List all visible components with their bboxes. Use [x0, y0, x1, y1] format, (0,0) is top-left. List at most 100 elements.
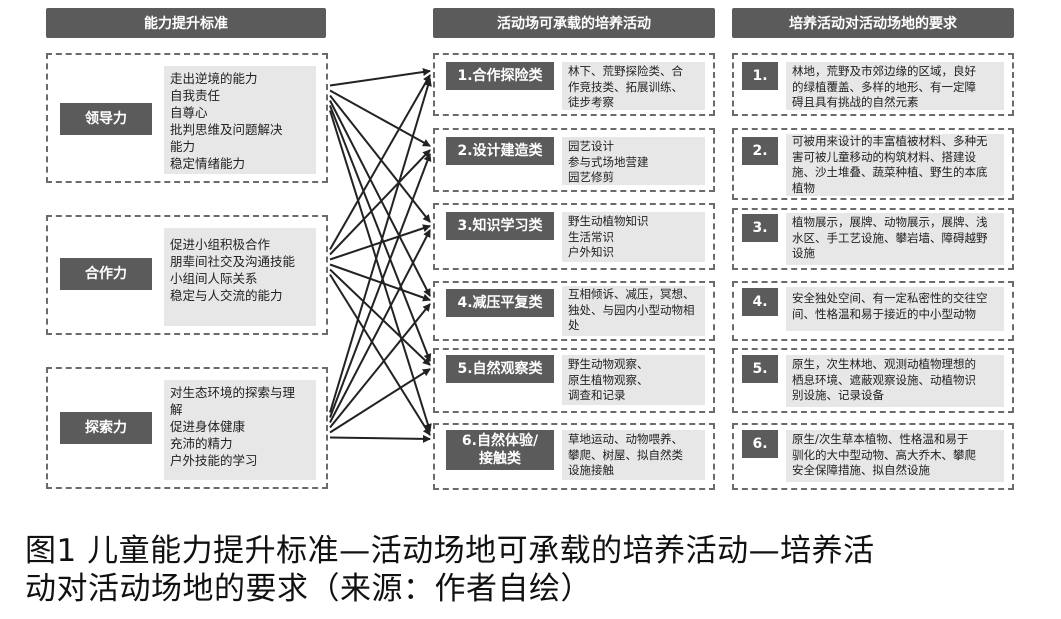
activity-label-3: 3.知识学习类	[446, 212, 554, 240]
requirement-item: 施、沙土堆叠、蔬菜种植、野生的本底	[792, 165, 988, 179]
connector-arrow	[329, 224, 431, 261]
activity-item: 独处、与园内小型动物相	[568, 302, 695, 317]
activity-label-4: 4.减压平复类	[446, 289, 554, 317]
requirement-label-5: 5.	[742, 355, 778, 383]
connector-arrow	[329, 273, 431, 436]
requirement-label-1: 1.	[742, 62, 778, 90]
ability-item: 户外技能的学习	[170, 453, 258, 468]
requirement-item: 原生，次生林地、观测动植物理想的	[792, 357, 976, 371]
ability-label-cooperation: 合作力	[60, 258, 152, 290]
activity-item: 互相倾诉、减压，冥想、	[568, 287, 695, 301]
ability-item: 批判思维及问题解决	[170, 122, 283, 137]
activity-item: 徒步考察	[568, 95, 614, 109]
caption-line-1: 图1 儿童能力提升标准—活动场地可承载的培养活动—培养活	[25, 533, 875, 569]
ability-item: 自我责任	[170, 88, 221, 103]
requirement-item: 设施	[792, 246, 815, 260]
connector-arrow	[329, 229, 431, 423]
activity-item: 林下、荒野探险类、合	[568, 64, 683, 78]
connector-arrow	[329, 89, 431, 147]
requirement-item: 别设施、记录设备	[792, 388, 884, 402]
ability-item: 对生态环境的探索与理	[170, 385, 296, 400]
connector-arrow	[329, 153, 432, 418]
ability-item: 解	[170, 402, 183, 417]
ability-item: 走出逆境的能力	[170, 71, 258, 86]
requirement-item: 的绿植覆盖、多样的地形、有一定障	[792, 79, 976, 94]
ability-item: 能力	[170, 139, 196, 154]
connector-arrow	[329, 68, 431, 87]
connector-arrow	[329, 434, 431, 443]
activity-items-1: 林下、荒野探险类、合 作竞技类、拓展训练、 徒步考察	[562, 62, 705, 110]
requirement-items-3: 植物展示，展牌、动物展示，展牌、浅 水区、手工艺设施、攀岩墙、障碍越野 设施	[786, 213, 1004, 265]
activity-item: 设施接触	[568, 463, 614, 477]
ability-item: 朋辈间社交及沟通技能	[170, 254, 296, 269]
ability-item: 充沛的精力	[170, 436, 233, 451]
activity-label-6-line2: 接触类	[479, 451, 521, 467]
ability-item: 小组间人际关系	[170, 271, 258, 286]
activity-label-2: 2.设计建造类	[446, 137, 554, 165]
requirement-label-2: 2.	[742, 137, 778, 165]
connector-arrow	[329, 78, 432, 413]
connector-arrow	[329, 74, 431, 250]
requirement-items-4: 安全独处空间、有一定私密性的交往空 间、性格温和易于接近的中小型动物	[786, 287, 1004, 331]
activity-item: 户外知识	[568, 245, 614, 259]
activity-item: 作竞技类、拓展训练、	[568, 79, 683, 94]
requirement-item: 间、性格温和易于接近的中小型动物	[792, 306, 976, 321]
ability-item: 稳定情绪能力	[170, 156, 246, 171]
requirement-items-6: 原生/次生草本植物、性格温和易于 驯化的大中型动物、高大乔木、攀爬 安全保障措施…	[786, 430, 1004, 482]
activity-item: 原生植物观察、	[568, 372, 649, 387]
connector-arrow	[329, 100, 431, 297]
ability-item: 促进身体健康	[170, 419, 246, 434]
requirement-items-1: 林地，荒野及市郊边缘的区域，良好 的绿植覆盖、多样的地形、有一定障 碍且具有挑战…	[786, 62, 1004, 110]
requirement-item: 可被用来设计的丰富植被材料、多种无	[792, 134, 988, 148]
requirement-label-3: 3.	[742, 214, 778, 242]
activity-label-5: 5.自然观察类	[446, 355, 554, 383]
requirement-label-4: 4.	[742, 288, 778, 316]
connector-arrow	[329, 368, 431, 434]
requirement-item: 原生/次生草本植物、性格温和易于	[792, 432, 969, 446]
connector-arrow	[329, 110, 432, 432]
activity-item: 攀爬、树屋、拟自然类	[568, 447, 683, 462]
ability-label-leadership: 领导力	[60, 103, 152, 135]
ability-items-cooperation: 促进小组积极合作 朋辈间社交及沟通技能 小组间人际关系 稳定与人交流的能力	[164, 228, 316, 326]
activity-item: 调查和记录	[568, 388, 626, 402]
activity-item: 参与式场地营建	[568, 154, 649, 169]
requirement-item: 碍且具有挑战的自然元素	[792, 95, 919, 109]
ability-label-exploration: 探索力	[60, 412, 152, 444]
header-ability-standard: 能力提升标准	[46, 8, 326, 38]
requirement-items-5: 原生，次生林地、观测动植物理想的 栖息环境、遮蔽观察设施、动植物识 别设施、记录…	[786, 355, 1004, 407]
requirement-item: 栖息环境、遮蔽观察设施、动植物识	[792, 372, 976, 387]
activity-item: 草地运动、动物喂养、	[568, 432, 683, 446]
caption-line-2: 动对活动场地的要求（来源：作者自绘）	[25, 571, 592, 607]
activity-label-6: 6.自然体验/ 接触类	[446, 430, 554, 470]
requirement-label-6: 6.	[742, 430, 778, 458]
activity-item: 园艺设计	[568, 139, 614, 153]
requirement-item: 水区、手工艺设施、攀岩墙、障碍越野	[792, 230, 988, 245]
requirement-item: 安全保障措施、拟自然设施	[792, 463, 930, 477]
activity-item: 园艺修剪	[568, 170, 614, 184]
requirement-item: 安全独处空间、有一定私密性的交往空	[792, 291, 988, 305]
header-activities: 活动场可承载的培养活动	[433, 8, 715, 38]
activity-label-1: 1.合作探险类	[446, 62, 554, 90]
ability-item: 促进小组积极合作	[170, 237, 271, 252]
activity-item: 野生动物观察、	[568, 357, 649, 371]
connector-arrow	[329, 149, 431, 256]
activity-items-5: 野生动物观察、 原生植物观察、 调查和记录	[562, 355, 705, 405]
figure-caption: 图1 儿童能力提升标准—活动场地可承载的培养活动—培养活 动对活动场地的要求（来…	[25, 532, 1045, 608]
activity-items-6: 草地运动、动物喂养、 攀爬、树屋、拟自然类 设施接触	[562, 430, 705, 480]
ability-items-exploration: 对生态环境的探索与理 解 促进身体健康 充沛的精力 户外技能的学习	[164, 380, 316, 480]
activity-items-3: 野生动植物知识 生活常识 户外知识	[562, 212, 705, 262]
activity-item: 处	[568, 318, 580, 332]
requirement-items-2: 可被用来设计的丰富植被材料、多种无 害可被儿童移动的构筑材料、搭建设 施、沙土堆…	[786, 134, 1004, 196]
activity-item: 野生动植物知识	[568, 214, 649, 228]
requirement-item: 植物	[792, 180, 815, 195]
connector-arrow	[329, 263, 431, 302]
connector-arrow	[329, 303, 431, 429]
ability-item: 稳定与人交流的能力	[170, 288, 283, 303]
connector-arrow	[329, 105, 432, 362]
ability-items-leadership: 走出逆境的能力 自我责任 自尊心 批判思维及问题解决 能力 稳定情绪能力	[164, 66, 316, 174]
header-site-requirements: 培养活动对活动场地的要求	[732, 8, 1014, 38]
activity-items-2: 园艺设计 参与式场地营建 园艺修剪	[562, 137, 705, 185]
activity-item: 生活常识	[568, 229, 614, 244]
activity-label-6-line1: 6.自然体验/	[461, 433, 539, 449]
connector-arrow	[329, 268, 431, 366]
